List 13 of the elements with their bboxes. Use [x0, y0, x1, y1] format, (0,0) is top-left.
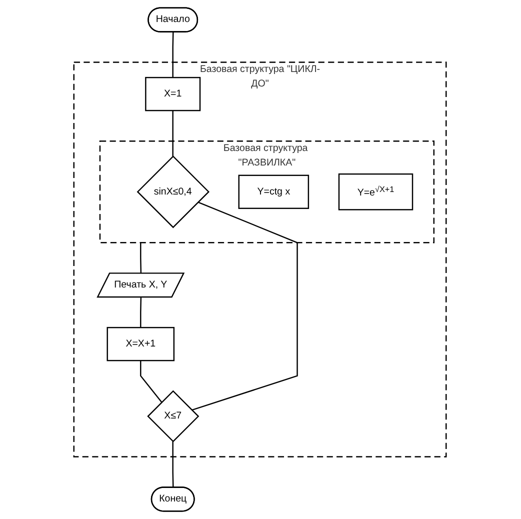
node-box: Y=e$^{√X+1}$ — [338, 173, 414, 210]
node-diamond: X≤7 — [148, 390, 200, 442]
connector — [172, 441, 174, 488]
connector — [140, 360, 163, 403]
connector — [172, 32, 174, 78]
node-diamond: sinX≤0,4 — [137, 156, 210, 228]
connector — [140, 242, 142, 274]
node-box: X=X+1 — [107, 326, 176, 362]
node-box: X=1 — [146, 76, 202, 112]
connector — [140, 297, 142, 328]
connector — [192, 202, 298, 411]
connector — [172, 110, 174, 156]
node-box: Y=ctg x — [238, 174, 310, 209]
